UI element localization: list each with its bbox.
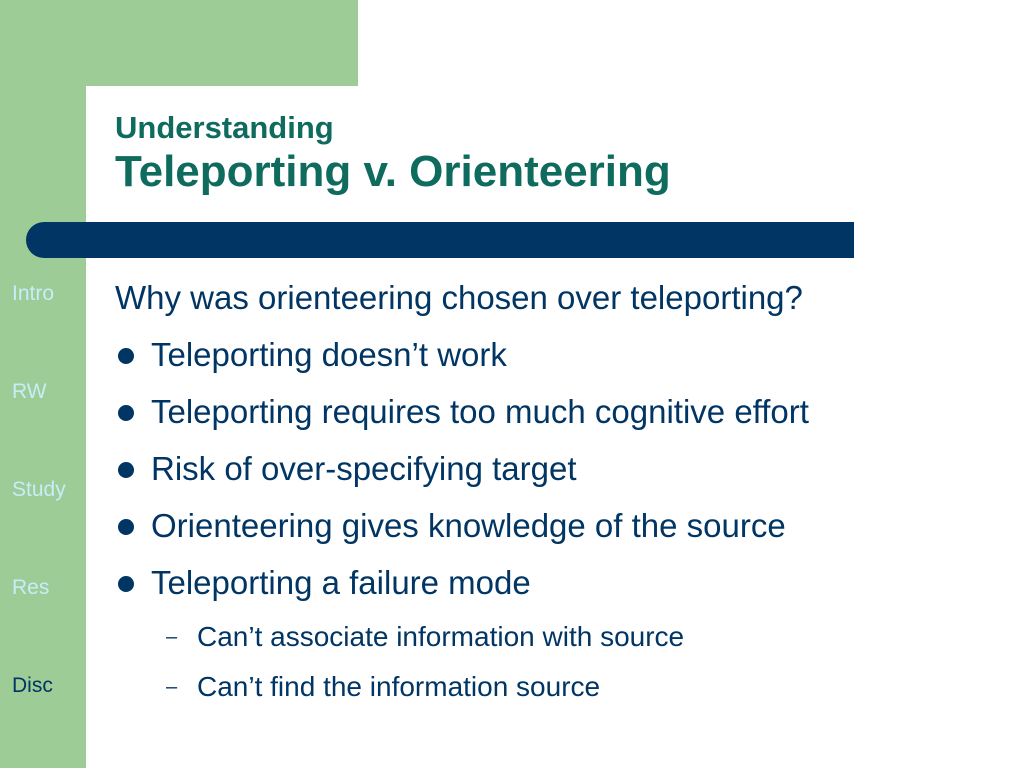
sub-bullet-text: Can’t find the information source [197, 671, 601, 702]
dash-icon: – [166, 626, 178, 648]
bullet-dot-icon [118, 519, 134, 535]
bullet-text: Risk of over-specifying target [151, 450, 577, 487]
bullet-text: Teleporting requires too much cognitive … [151, 393, 809, 430]
nav-item-rw[interactable]: RW [12, 380, 47, 403]
bullet-item: Orienteering gives knowledge of the sour… [115, 504, 995, 548]
dash-icon: – [166, 676, 178, 698]
slide-content: Why was orienteering chosen over telepor… [115, 276, 995, 718]
nav-item-study[interactable]: Study [12, 478, 66, 501]
bullet-dot-icon [118, 576, 134, 592]
bullet-dot-icon [118, 462, 134, 478]
bullet-dot-icon [118, 348, 134, 364]
sub-bullet-text: Can’t associate information with source [197, 621, 685, 652]
bullet-item: Teleporting doesn’t work [115, 333, 995, 377]
bullet-item: Teleporting requires too much cognitive … [115, 390, 995, 434]
bullet-text: Teleporting a failure mode [151, 564, 531, 601]
top-band [0, 0, 358, 86]
bullet-item: Risk of over-specifying target [115, 447, 995, 491]
bullet-dot-icon [118, 405, 134, 421]
slide-title-line2: Teleporting v. Orienteering [115, 147, 671, 196]
nav-item-res[interactable]: Res [12, 576, 50, 599]
title-underline-bar [26, 222, 854, 258]
bullet-text: Teleporting doesn’t work [151, 336, 507, 373]
nav-item-disc[interactable]: Disc [12, 674, 53, 697]
sub-bullet-item: – Can’t find the information source [115, 668, 995, 706]
sub-bullet-item: – Can’t associate information with sourc… [115, 618, 995, 656]
slide-title: Understanding Teleporting v. Orienteerin… [115, 110, 671, 198]
bullet-text: Orienteering gives knowledge of the sour… [151, 507, 786, 544]
lead-question: Why was orienteering chosen over telepor… [115, 279, 803, 316]
sidebar-band [0, 0, 86, 768]
slide-title-line1: Understanding [115, 110, 334, 145]
bullet-item: Teleporting a failure mode [115, 561, 995, 605]
nav-item-intro[interactable]: Intro [12, 282, 55, 305]
